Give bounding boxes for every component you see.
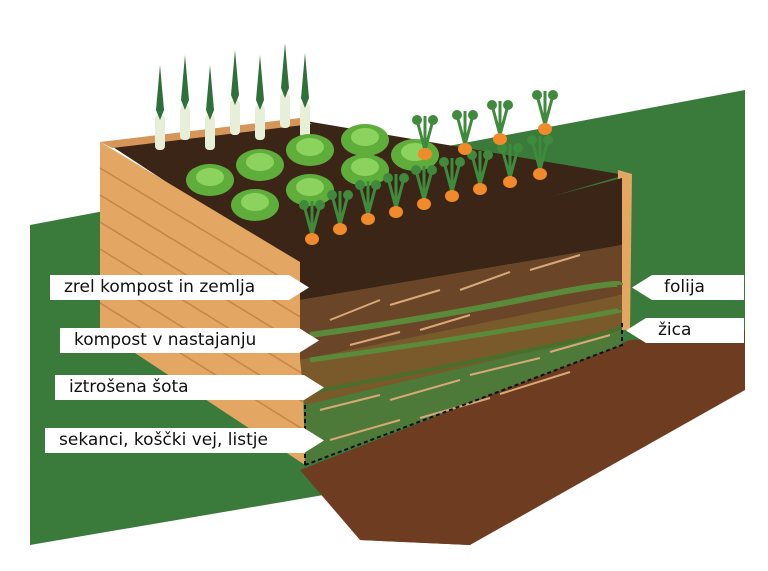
layer-chips	[305, 330, 622, 465]
leek-icon	[287, 53, 323, 138]
leek-row	[142, 43, 323, 150]
carrot-icon	[299, 200, 325, 245]
garden-path-lower	[300, 335, 745, 545]
layer-mature-compost	[300, 178, 622, 300]
lettuce-icon	[341, 124, 389, 156]
leek-icon	[142, 65, 178, 150]
carrot-row	[299, 90, 558, 245]
lettuce-icon	[341, 154, 389, 186]
carrot-icon	[487, 100, 513, 145]
layer-young-compost	[300, 245, 622, 360]
wire-outline	[304, 320, 623, 466]
carrot-icon	[412, 115, 438, 160]
label-wire: žica	[626, 318, 744, 343]
lettuce-icon	[286, 134, 334, 166]
label-chips: sekanci, koščki vej, listje	[45, 428, 324, 453]
carrot-icon	[383, 173, 409, 218]
carrot-icon	[497, 143, 523, 188]
lettuce-icon	[286, 174, 334, 206]
carrot-icon	[439, 157, 465, 202]
carrot-icon	[411, 165, 437, 210]
label-peat: iztrošena šota	[55, 375, 324, 400]
lettuce-icon	[231, 189, 279, 221]
leek-icon	[217, 50, 253, 135]
carrot-icon	[527, 135, 553, 180]
lettuce-row	[186, 124, 439, 221]
twigs	[319, 254, 611, 441]
compost-texture	[309, 281, 623, 394]
carrot-icon	[452, 110, 478, 155]
lettuce-icon	[186, 164, 234, 196]
carrot-icon	[467, 150, 493, 195]
label-young-compost: kompost v nastajanju	[60, 328, 319, 353]
carrot-icon	[355, 180, 381, 225]
label-mature-compost: zrel kompost in zemlja	[50, 275, 309, 300]
leek-icon	[167, 55, 203, 140]
lettuce-icon	[236, 149, 284, 181]
leek-icon	[242, 55, 278, 140]
carrot-icon	[327, 190, 353, 235]
leek-icon	[192, 65, 228, 150]
label-foil: folija	[632, 275, 744, 300]
leek-icon	[267, 43, 303, 128]
carrot-icon	[532, 90, 558, 135]
